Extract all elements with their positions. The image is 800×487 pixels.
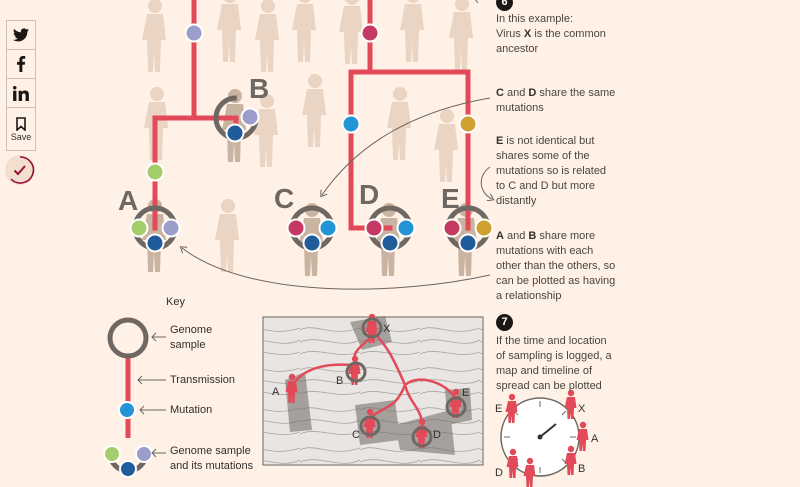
- checkmark-icon: [10, 156, 35, 184]
- twitter-icon: [13, 28, 29, 42]
- clock-label-x: X: [578, 403, 586, 415]
- map-label-e: E: [462, 387, 469, 399]
- annotation-map-timeline: If the time and location of sampling is …: [496, 335, 612, 392]
- sample-letters: A B C D E: [118, 73, 460, 216]
- key-mutation: Mutation: [170, 404, 213, 416]
- clock-label-d: D: [495, 467, 503, 479]
- label-e: E: [441, 183, 460, 214]
- annotation-cd: C and D share the same mutations: [496, 87, 616, 114]
- facebook-icon: [17, 56, 26, 72]
- key-legend: [103, 317, 166, 478]
- label-c: C: [274, 183, 294, 214]
- annotation-arrows: [182, 0, 492, 290]
- linkedin-share-button[interactable]: [6, 78, 36, 108]
- label-a: A: [118, 185, 138, 216]
- label-b: B: [249, 73, 269, 104]
- step-number-7: 7: [496, 314, 513, 331]
- map-label-b: B: [336, 375, 343, 387]
- map-label-a: A: [272, 386, 280, 398]
- clock-label-e: E: [495, 403, 502, 415]
- key-genome-sample-mutations: Genome sample and its mutations: [170, 445, 254, 472]
- linkedin-icon: [13, 85, 29, 101]
- step-number-6: 6: [496, 0, 513, 11]
- annotation-common-ancestor: In this example: Virus X is the common a…: [496, 13, 606, 55]
- mutation-dots: [129, 23, 494, 253]
- map-label-x: X: [383, 323, 391, 335]
- annotation-e: E is not identical but shares some of th…: [496, 135, 607, 207]
- save-button[interactable]: Save: [6, 107, 36, 151]
- annotation-ab: A and B share more mutations with each o…: [496, 230, 616, 302]
- save-label: Save: [10, 131, 32, 142]
- timeline-clock: E X A D B: [495, 389, 599, 487]
- key-genome-sample: Genome sample: [170, 324, 213, 351]
- key-transmission: Transmission: [170, 374, 235, 386]
- label-d: D: [359, 179, 379, 210]
- twitter-share-button[interactable]: [6, 20, 36, 50]
- bookmark-icon: [16, 116, 26, 131]
- sampling-map: X A B C D E: [262, 313, 484, 466]
- map-label-c: C: [352, 429, 360, 441]
- clock-label-b: B: [578, 463, 585, 475]
- saved-toggle-button[interactable]: [5, 155, 35, 185]
- map-label-d: D: [433, 429, 441, 441]
- clock-label-a: A: [591, 433, 599, 445]
- key-title: Key: [166, 296, 185, 308]
